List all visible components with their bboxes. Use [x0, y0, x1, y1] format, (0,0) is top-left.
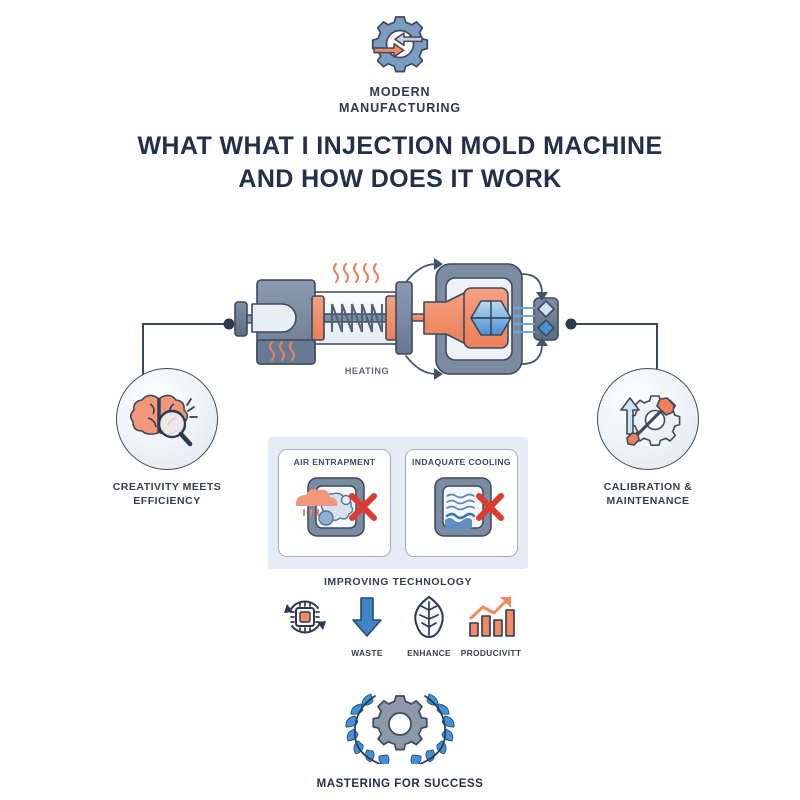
- machine-heating-label: HEATING: [344, 366, 390, 376]
- page-title-line-1: WHAT WHAT I INJECTION MOLD MACHINE: [137, 132, 663, 160]
- improve-item-productivity[interactable]: PRODUCIVITT: [460, 594, 522, 658]
- node-circle-creativity: [116, 368, 218, 470]
- improve-item-label: WASTE: [351, 648, 383, 658]
- defect-card-air-entrapment[interactable]: AIR ENTRAPMENT: [278, 449, 391, 557]
- water-waves-icon: [413, 470, 511, 547]
- laurel-gear-icon: [330, 686, 470, 769]
- improve-item-waste[interactable]: WASTE: [338, 594, 396, 658]
- red-cross-icon: [348, 493, 377, 521]
- gear-wrench-arrow-icon: [620, 395, 681, 446]
- brand-header: MODERN MANUFACTURING: [0, 14, 800, 116]
- improve-item-label: ENHANCE: [407, 648, 451, 658]
- defect-card-inadequate-cooling[interactable]: INDAQUATE COOLING: [405, 449, 518, 557]
- bar-chart-growth-icon: [466, 594, 516, 645]
- defects-panel: AIR ENTRAPMENT: [268, 437, 528, 569]
- page-title: WHAT WHAT I INJECTION MOLD MACHINE AND H…: [0, 130, 800, 196]
- node-circle-calibration: [597, 368, 699, 470]
- down-arrow-icon: [350, 594, 384, 645]
- sidebar-node-creativity[interactable]: CREATIVITY MEETS EFFICIENCY: [92, 368, 242, 508]
- brand-line-2: MANUFACTURING: [338, 100, 462, 115]
- injection-mold-machine-diagram: [234, 258, 559, 380]
- brain-magnifier-icon: [129, 394, 198, 447]
- chip-recycle-icon: [282, 594, 328, 645]
- brand-line-1: MODERN: [369, 85, 431, 99]
- node-calibration-label-2: MAINTENANCE: [606, 495, 690, 508]
- node-creativity-label-1: CREATIVITY MEETS: [112, 481, 222, 493]
- page-title-line-2: AND HOW DOES IT WORK: [238, 165, 562, 193]
- improve-item-label: PRODUCIVITT: [460, 648, 522, 658]
- node-calibration-label-1: CALIBRATION &: [603, 481, 693, 493]
- improve-item-enhance[interactable]: ENHANCE: [400, 594, 458, 658]
- air-bubbles-cloud-icon: [286, 470, 384, 547]
- sidebar-node-calibration[interactable]: CALIBRATION & MAINTENANCE: [573, 368, 723, 508]
- footer-emblem-block: MASTERING FOR SUCCESS: [300, 686, 500, 790]
- defect-card-title: AIR ENTRAPMENT: [293, 457, 376, 467]
- defect-card-title: INDAQUATE COOLING: [412, 457, 511, 467]
- improve-item-chip[interactable]: [276, 594, 334, 648]
- gear-cycle-icon: [0, 14, 800, 81]
- leaf-icon: [409, 594, 449, 645]
- footer-label: MASTERING FOR SUCCESS: [316, 778, 484, 790]
- improving-technology-title: IMPROVING TECHNOLOGY: [323, 576, 473, 588]
- red-cross-icon: [475, 493, 504, 521]
- node-creativity-label-2: EFFICIENCY: [133, 495, 201, 508]
- improving-technology-items: WASTE ENHANCE: [268, 594, 528, 662]
